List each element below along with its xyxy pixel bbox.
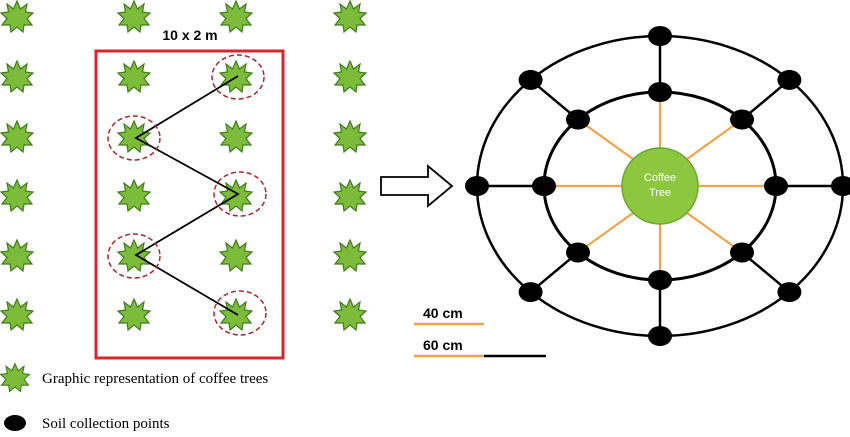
scale-60cm-label: 60 cm bbox=[423, 337, 463, 353]
coffee-tree-icon bbox=[117, 239, 151, 272]
coffee-tree-icon bbox=[0, 60, 34, 93]
inner-spoke bbox=[686, 118, 743, 161]
center-label-line2: Tree bbox=[649, 187, 671, 199]
soil-collection-points bbox=[465, 26, 850, 346]
sampling-zigzag-path bbox=[134, 75, 240, 316]
coffee-tree-icon bbox=[117, 0, 151, 33]
coffee-tree-icon bbox=[333, 0, 367, 33]
legend: Graphic representation of coffee trees S… bbox=[0, 363, 268, 432]
soil-point-icon bbox=[730, 109, 755, 130]
soil-point-icon bbox=[565, 109, 590, 130]
sampled-tree-markers bbox=[107, 54, 267, 336]
soil-point-icon bbox=[518, 282, 543, 303]
sampled-tree-marker bbox=[213, 290, 267, 336]
soil-point-icon bbox=[777, 282, 802, 303]
coffee-tree-icon bbox=[333, 179, 367, 212]
radial-sampling-scheme: Coffee Tree bbox=[465, 26, 850, 346]
coffee-tree-icon bbox=[0, 120, 34, 153]
soil-point-icon bbox=[565, 242, 590, 263]
inner-spoke bbox=[577, 118, 634, 161]
sampled-tree-marker bbox=[211, 54, 265, 100]
coffee-tree-icon bbox=[333, 239, 367, 272]
inner-spoke bbox=[686, 211, 743, 254]
sampled-tree-marker bbox=[107, 115, 161, 161]
soil-point-icon bbox=[730, 242, 755, 263]
soil-point-icon bbox=[648, 82, 672, 102]
coffee-tree-icon bbox=[0, 0, 34, 33]
coffee-tree-icon bbox=[219, 239, 253, 272]
coffee-tree-icon bbox=[333, 298, 367, 331]
right-arrow-icon bbox=[380, 164, 454, 208]
coffee-tree-icon bbox=[0, 239, 34, 272]
soil-point-icon bbox=[831, 176, 850, 196]
center-coffee-tree bbox=[621, 147, 699, 225]
coffee-tree-icon bbox=[0, 363, 30, 393]
coffee-tree-icon bbox=[117, 60, 151, 93]
inner-spoke bbox=[577, 211, 634, 254]
legend-tree-label: Graphic representation of coffee trees bbox=[42, 371, 268, 387]
sampled-tree-marker bbox=[213, 171, 267, 217]
coffee-tree-icon bbox=[117, 298, 151, 331]
plot-dimension-label: 10 x 2 m bbox=[162, 27, 217, 43]
sampled-tree-marker bbox=[107, 233, 161, 279]
soil-point-icon bbox=[518, 69, 543, 90]
coffee-tree-icon bbox=[219, 120, 253, 153]
soil-point-icon bbox=[532, 176, 556, 196]
coffee-tree-icon bbox=[0, 298, 34, 331]
soil-point-icon bbox=[465, 176, 489, 196]
soil-point-icon bbox=[648, 26, 672, 46]
soil-point-icon bbox=[648, 326, 672, 346]
coffee-tree-icon bbox=[117, 120, 151, 153]
coffee-tree-icon bbox=[117, 179, 151, 212]
legend-point-label: Soil collection points bbox=[42, 416, 170, 432]
scale-40cm-label: 40 cm bbox=[423, 305, 463, 321]
coffee-tree-icon bbox=[333, 120, 367, 153]
soil-point-icon bbox=[777, 69, 802, 90]
soil-point-icon bbox=[648, 270, 672, 290]
coffee-tree-icon bbox=[0, 179, 34, 212]
soil-point-icon bbox=[764, 176, 788, 196]
scale-legend: 40 cm 60 cm bbox=[414, 305, 546, 358]
center-label-line1: Coffee bbox=[644, 172, 676, 184]
coffee-tree-icon bbox=[219, 0, 253, 33]
plot-border bbox=[94, 49, 285, 360]
coffee-tree-icon bbox=[333, 60, 367, 93]
soil-point-icon bbox=[4, 415, 26, 431]
